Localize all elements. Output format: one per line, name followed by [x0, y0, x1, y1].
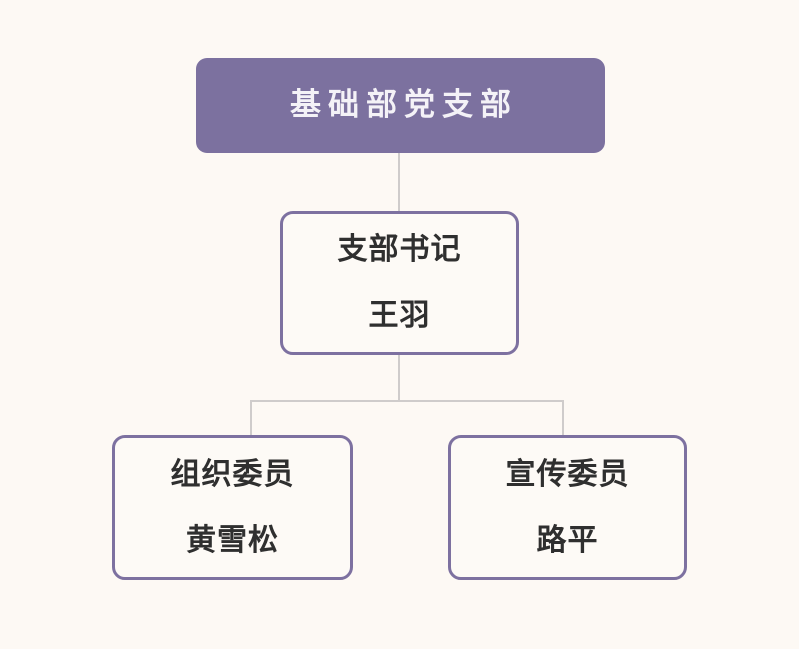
node-publicity-member-person: 路平 [536, 522, 599, 558]
node-organization-member-title: 组织委员 [170, 456, 295, 492]
node-branch-secretary[interactable]: 支部书记 王羽 [280, 211, 519, 355]
node-organization-member-person: 黄雪松 [186, 522, 279, 558]
node-publicity-member[interactable]: 宣传委员 路平 [448, 435, 687, 580]
connector-bar-to-publicity-member [562, 400, 564, 435]
connector-root-to-secretary [398, 153, 400, 211]
node-root-title: 基础部党支部 [290, 87, 518, 123]
connector-bar-to-organization-member [250, 400, 252, 435]
node-organization-member[interactable]: 组织委员 黄雪松 [112, 435, 353, 580]
node-branch-secretary-person: 王羽 [368, 298, 431, 333]
connector-horizontal-bar [250, 400, 564, 402]
node-branch-secretary-title: 支部书记 [337, 232, 462, 267]
connector-secretary-stem [398, 355, 400, 401]
node-publicity-member-title: 宣传委员 [505, 456, 630, 492]
node-root-party-branch[interactable]: 基础部党支部 [196, 58, 605, 153]
